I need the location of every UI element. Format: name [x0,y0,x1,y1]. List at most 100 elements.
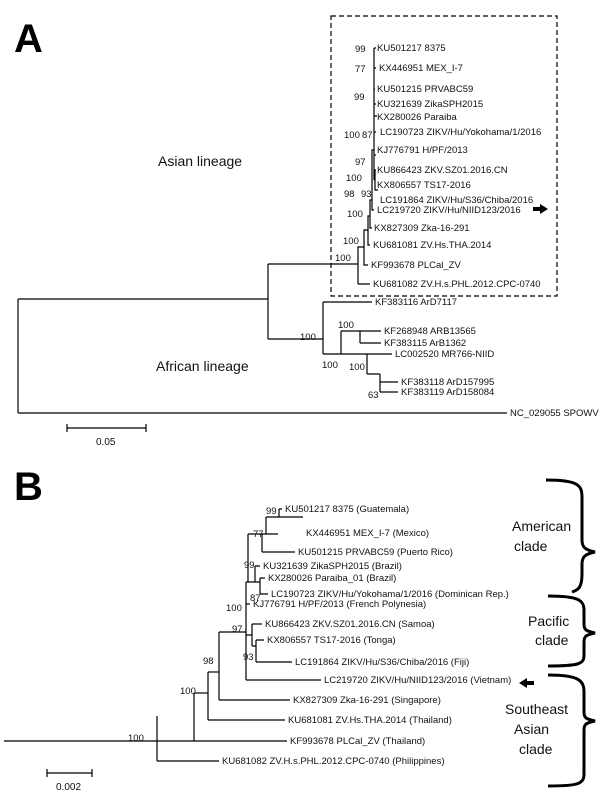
bootstrap-value: 93 [243,652,254,663]
southeast-asian-clade-bracket [547,673,596,788]
bootstrap-value: 100 [347,209,363,220]
sea-clade-label-line2: Asian [514,721,549,737]
bootstrap-value: 87 [362,130,373,141]
branch-ku681081 [367,230,370,246]
node-93 [252,640,257,662]
african-clade-3-tips [380,381,398,393]
taxon-label: KU866423 ZKV.SZ01.2016.CN [377,165,508,176]
taxon-label: KF383119 ArD158084 [401,387,494,398]
taxon-label: KF383118 ArD157995 [401,377,494,388]
bootstrap-value: 100 [300,332,316,343]
branch-lc219720-b [245,582,321,681]
asian-backbone-1 [357,246,364,264]
scale-bar-a [66,424,147,432]
bootstrap-value: 99 [266,506,277,517]
bootstrap-value: 100 [349,362,365,373]
asian-lineage-box [330,15,558,297]
bootstrap-value: 100 [343,236,359,247]
taxon-label: KF383116 ArD7117 [375,297,457,308]
branch-kf993678-b [193,693,287,742]
scale-bar-b-label: 0.002 [56,782,81,793]
taxon-label: NC_029055 SPOWV [510,408,599,419]
panel-b-bootstrap: 99 77 99 87 100 97 93 98 100 100 [128,506,277,744]
node-99-b [248,566,256,583]
bootstrap-value: 99 [355,44,366,55]
panel-a-letter: A [14,17,43,61]
sea-clade-label-line1: Southeast [505,701,568,717]
taxon-label: KU501215 PRVABC59 [377,84,473,95]
bootstrap-value: 100 [335,253,351,264]
branch-tonga-fiji-b [256,639,292,663]
american-clade-label-line1: American [512,518,571,534]
american-node-1 [248,533,263,552]
node-87 [255,565,261,594]
branch-brazil-dr-b [260,577,268,595]
taxon-label: KU866423 ZKV.SZ01.2016.CN (Samoa) [265,619,435,630]
branch-american-others [374,88,377,117]
taxon-label: KX827309 Zka-16-291 [374,223,470,234]
taxon-label: LC191864 ZIKV/Hu/S36/Chiba/2016 (Fiji) [295,657,469,668]
taxon-label: KJ776791 H/PF/2013 [377,145,468,156]
bootstrap-value: 99 [244,560,255,571]
bootstrap-value: 97 [355,157,366,168]
branch-lc219720 [371,200,374,211]
branch-kx827309 [369,216,372,229]
bootstrap-value: 100 [346,173,362,184]
bootstrap-value: 87 [250,593,261,604]
taxon-label: KU501217 8375 [377,43,446,54]
bootstrap-value: 100 [344,130,360,141]
branch-guatemala-mexico [373,47,376,75]
taxon-label: KF993678 PLCal_ZV (Thailand) [290,736,425,747]
branch-kx827309-b [218,632,290,701]
asian-lineage-label: Asian lineage [158,153,242,169]
panel-b-taxa: KU501217 8375 (Guatemala) KX446951 MEX_I… [222,504,511,767]
taxon-label: KU501217 8375 (Guatemala) [285,504,409,515]
taxon-label: LC219720 ZIKV/Hu/NIID123/2016 (Vietnam) [324,675,511,686]
panel-b: B KU501217 8375 (Guatemala) KX446951 [4,465,596,793]
asian-backbone-3 [367,215,370,230]
taxon-label: KU501215 PRVABC59 (Puerto Rico) [298,547,453,558]
asian-backbone-5 [371,149,374,200]
bootstrap-value: 77 [355,64,366,75]
scale-bar-b [46,769,93,777]
bootstrap-value: 100 [338,320,354,331]
african-sub-stem [340,330,360,354]
branch-pf-samoa [374,131,376,156]
taxon-label: KJ776791 H/PF/2013 (French Polynesia) [253,599,426,610]
branch-kf993678 [363,247,368,266]
pacific-clade-bracket [547,594,596,668]
bootstrap-value: 99 [354,92,365,103]
african-clade-3 [367,373,381,392]
bootstrap-value: 93 [361,189,372,200]
bootstrap-value: 100 [226,603,242,614]
panel-b-letter: B [14,465,43,509]
taxon-label: KX827309 Zka-16-291 (Singapore) [293,695,441,706]
bootstrap-value: 98 [344,189,355,200]
pacific-clade-label-line2: clade [535,632,569,648]
taxon-label: KX280026 Paraiba_01 (Brazil) [268,573,396,584]
taxon-label: LC190723 ZIKV/Hu/Yokohama/1/2016 (Domini… [271,589,509,600]
node-77 [262,517,267,535]
taxon-label: KU321639 ZikaSPH2015 [377,99,483,110]
arrow-left-icon [533,204,548,214]
branch-ku681081-b [207,672,285,721]
asian-backbone-4 [369,199,372,216]
taxon-label: KF993678 PLCal_ZV [371,260,461,271]
bootstrap-value: 98 [203,656,214,667]
african-lineage-label: African lineage [156,358,249,374]
taxon-label: LC002520 MR766-NIID [395,349,494,360]
bootstrap-value: 77 [253,529,264,540]
bootstrap-value: 100 [128,733,144,744]
bootstrap-value: 100 [322,360,338,371]
node-99-tips [266,508,303,535]
taxon-label: KU681081 ZV.Hs.THA.2014 (Thailand) [288,715,452,726]
taxon-label: LC219720 ZIKV/Hu/NIID123/2016 [377,205,521,216]
branch-ku681082 [357,264,370,285]
pacific-node [246,624,253,646]
taxon-label: KU681082 ZV.H.s.PHL.2012.CPC-0740 (Phili… [222,756,445,767]
asian-backbone-2 [363,229,368,247]
bootstrap-value: 97 [232,624,243,635]
american-clade-bracket [545,478,596,594]
scale-bar-a-label: 0.05 [96,437,116,448]
